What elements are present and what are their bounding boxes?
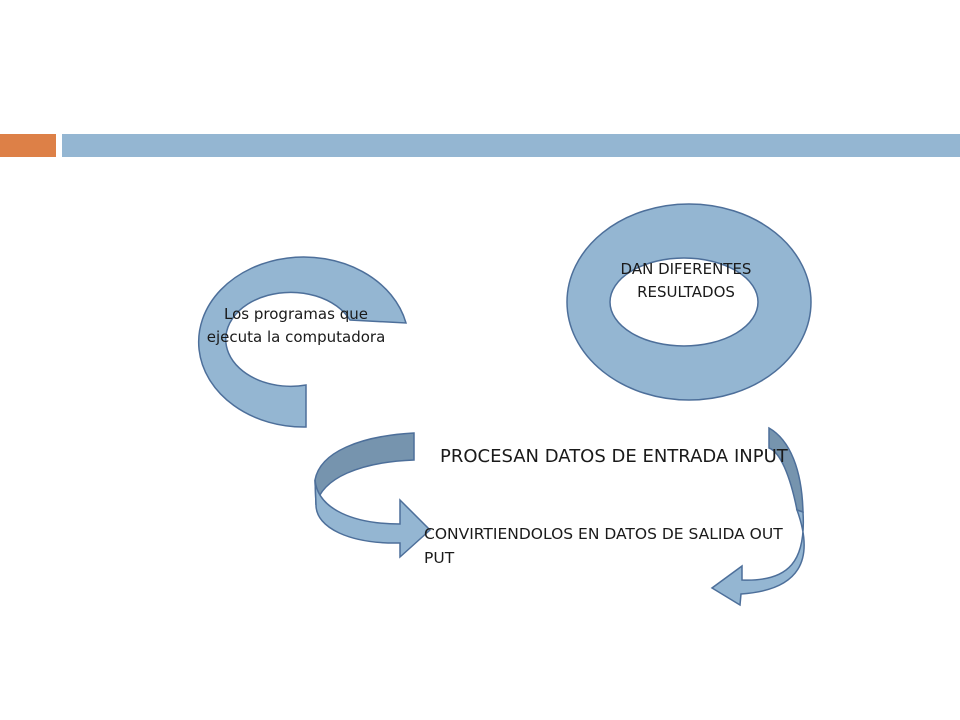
curved-arrow-left (314, 479, 432, 559)
process-label: PROCESAN DATOS DE ENTRADA INPUT (440, 446, 788, 467)
results-label: DAN DIFERENTES RESULTADOS (620, 260, 752, 302)
output-label: CONVIRTIENDOLOS EN DATOS DE SALIDA OUT P… (424, 525, 783, 568)
header-main-bar (62, 134, 960, 157)
header-accent-bar (0, 134, 56, 157)
curved-arrow-right-fold (768, 426, 804, 514)
curved-arrow-right (710, 508, 805, 607)
curved-arrow-left-fold (314, 432, 415, 506)
programs-label: Los programas que ejecuta la computadora (206, 305, 386, 346)
block-arc-shape (197, 256, 408, 428)
donut-shape (566, 203, 812, 401)
